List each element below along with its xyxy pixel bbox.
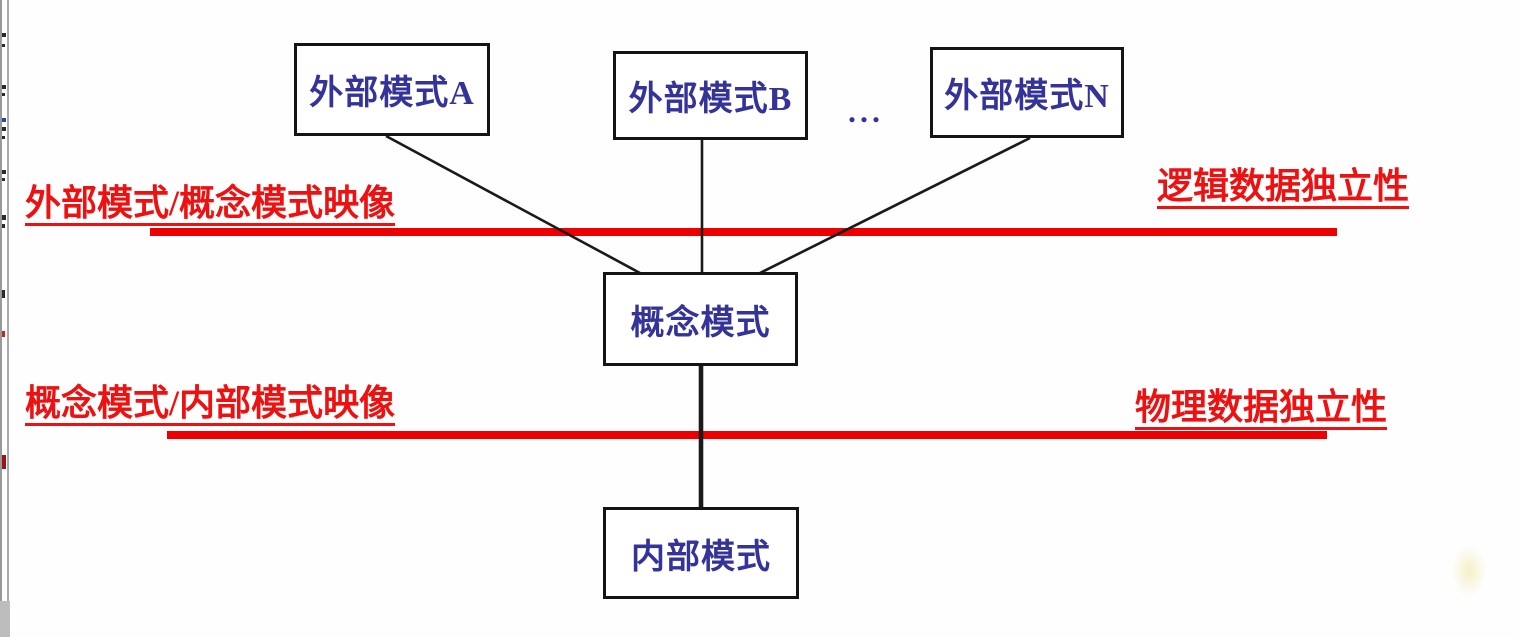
page-edge-artifact <box>2 178 5 181</box>
page-edge-artifact <box>2 331 5 337</box>
box-external-schema-n-label: 外部模式N <box>944 78 1110 115</box>
page-edge-artifact <box>2 93 5 96</box>
ellipsis-more-schemas: ... <box>848 93 884 129</box>
page-edge-artifact <box>2 136 5 139</box>
page-edge-line <box>0 0 2 637</box>
watermark-smudge <box>1452 545 1486 597</box>
box-external-schema-n: 外部模式N <box>930 47 1124 138</box>
page-edge-artifact <box>2 85 6 89</box>
box-conceptual-schema-label: 概念模式 <box>630 304 771 342</box>
connector-external-a-to-conceptual <box>385 134 641 275</box>
page-edge-artifact <box>2 33 6 37</box>
page-edge-artifact <box>2 224 5 228</box>
page-edge-artifact <box>2 290 5 298</box>
label-external-conceptual-mapping: 外部模式/概念模式映像 <box>25 185 396 226</box>
page-edge-block <box>0 601 10 637</box>
page-edge-artifact <box>2 118 6 122</box>
page-edge-artifact <box>2 455 6 469</box>
box-internal-schema-label: 内部模式 <box>631 538 771 576</box>
box-external-schema-b-label: 外部模式B <box>628 81 793 118</box>
red-divider-lower <box>167 431 1327 439</box>
page-edge-artifact <box>2 215 6 220</box>
connector-external-n-to-conceptual <box>759 136 1031 275</box>
box-external-schema-a-label: 外部模式A <box>309 75 475 112</box>
page-edge-artifact <box>2 127 6 131</box>
label-conceptual-internal-mapping: 概念模式/内部模式映像 <box>25 385 396 426</box>
box-external-schema-a: 外部模式A <box>294 43 490 136</box>
box-conceptual-schema: 概念模式 <box>603 272 798 366</box>
page-edge-artifact <box>2 170 6 174</box>
page-edge-line <box>7 0 9 637</box>
box-internal-schema: 内部模式 <box>603 507 799 599</box>
red-divider-upper <box>150 228 1337 236</box>
page-edge-artifact <box>2 44 5 47</box>
box-external-schema-b: 外部模式B <box>613 51 808 140</box>
label-logical-data-independence: 逻辑数据独立性 <box>1157 168 1410 209</box>
label-physical-data-independence: 物理数据独立性 <box>1135 389 1388 430</box>
